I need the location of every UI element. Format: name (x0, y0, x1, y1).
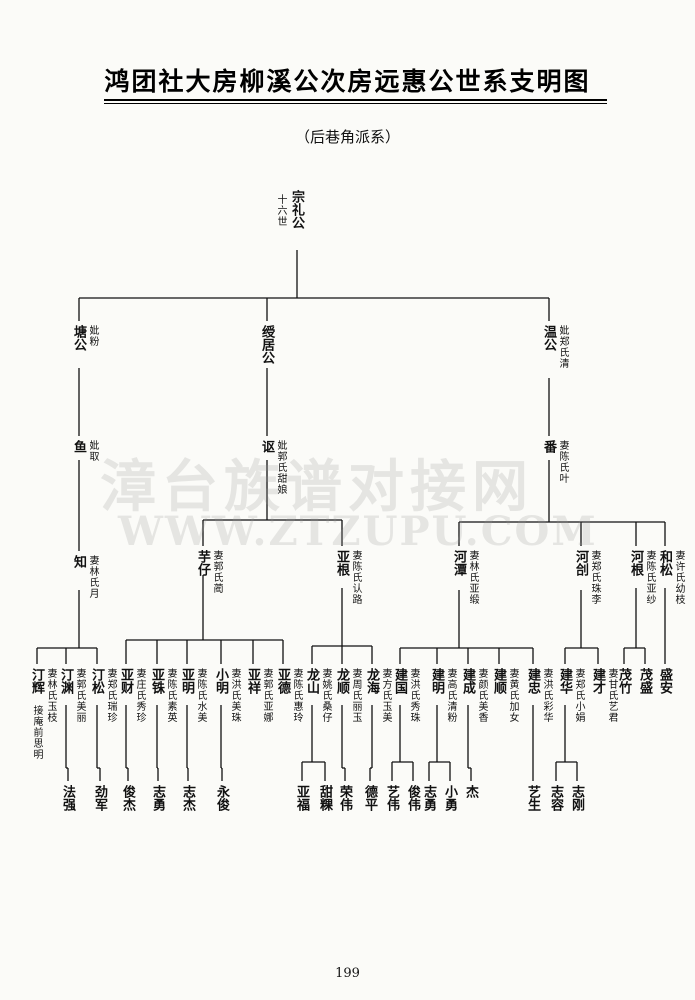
person-extra-note-dinghui_note2: 接庵前思明 (31, 705, 42, 760)
person-jianzhong: 建忠 (525, 668, 540, 694)
person-yaxiang: 亚祥 (245, 668, 260, 694)
person-maosheng: 茂盛 (637, 668, 652, 694)
person-yazai: 芋仔 (195, 550, 210, 576)
person-fan: 番 (541, 440, 556, 453)
person-note-jianhua: 妻郑氏小娟 (573, 668, 584, 723)
person-longshan: 龙山 (304, 668, 319, 694)
person-note-yaming: 妻陈氏水美 (195, 668, 206, 723)
person-yiwei: 艺伟 (384, 785, 399, 811)
person-jianguo: 建国 (392, 668, 407, 694)
person-yacai: 亚财 (118, 668, 133, 694)
person-note-xiaoming: 妻洪氏美珠 (229, 668, 240, 723)
person-note-yazhu: 妻陈氏素英 (165, 668, 176, 723)
person-longhai: 龙海 (364, 668, 379, 694)
person-tang: 塘公 (71, 325, 86, 351)
person-note-hetan: 妻林氏亚缎 (467, 550, 478, 605)
person-deping: 德平 (362, 785, 377, 811)
person-shou: 绶居公 (259, 325, 274, 364)
person-note-yaxiang: 妻郭氏亚娜 (261, 668, 272, 723)
person-note-dinghui: 妻林氏玉枝 (45, 668, 56, 723)
person-zhirong: 志容 (548, 785, 563, 811)
person-yisheng: 艺生 (525, 785, 540, 811)
person-shengan: 盛安 (657, 668, 672, 694)
person-yade: 亚德 (275, 668, 290, 694)
person-note-hesong: 妻许氏幼枝 (673, 550, 684, 605)
person-note-yade: 妻陈氏惠玲 (291, 668, 302, 723)
person-note-tang: 妣粉 (87, 325, 98, 347)
person-heqia: 河㓣 (573, 550, 588, 576)
person-longshun: 龙顺 (334, 668, 349, 694)
person-note-jiancai: 妻甘氏艺君 (606, 668, 617, 723)
page-subtitle: （后巷角派系） (294, 128, 400, 146)
person-tiankun: 甜粿 (317, 785, 332, 811)
person-zongli: 宗礼公 (289, 190, 304, 229)
title-underline-thin (104, 103, 607, 104)
person-yafu: 亚福 (294, 785, 309, 811)
person-junjie: 俊杰 (120, 785, 135, 811)
watermark-url: WWW.ZTZUPU.COM (118, 508, 598, 555)
person-note-heqia: 妻郑氏珠李 (589, 550, 600, 605)
person-ou: 讴 (259, 440, 274, 453)
person-note-jianming: 妻高氏清粉 (445, 668, 456, 723)
person-note-jiancheng: 妻颜氏美香 (476, 668, 487, 723)
person-hegen: 河根 (628, 550, 643, 576)
person-note-hegen: 妻陈氏亚纱 (644, 550, 655, 605)
person-jianhua: 建华 (557, 668, 572, 694)
person-note-zongli: 十六世 (275, 194, 286, 227)
person-jiancheng: 建成 (460, 668, 475, 694)
person-jinjun: 劲军 (92, 785, 107, 811)
person-xiaoyong: 小勇 (442, 785, 457, 811)
person-yu: 鱼 (71, 440, 86, 453)
person-junwei: 俊伟 (405, 785, 420, 811)
person-yongjun: 永俊 (214, 785, 229, 811)
person-yazhu: 亚铢 (149, 668, 164, 694)
person-note-jianguo: 妻洪氏秀珠 (408, 668, 419, 723)
person-note-dingsong: 妻郑氏瑞珍 (105, 668, 116, 723)
person-dingsong: 汀松 (89, 668, 104, 694)
person-note-longshun: 妻周氏丽玉 (350, 668, 361, 723)
person-note-dingyuan: 妻郭氏美丽 (74, 668, 85, 723)
person-jianming: 建明 (429, 668, 444, 694)
person-dingyuan: 汀渊 (58, 668, 73, 694)
person-dinghui: 汀辉 (29, 668, 44, 694)
person-note-jianzhong: 妻洪氏彩华 (541, 668, 552, 723)
person-note-longhai: 妻方氏玉美 (380, 668, 391, 723)
person-xiaoming: 小明 (213, 668, 228, 694)
person-zhiyong: 志勇 (150, 785, 165, 811)
person-zhigang: 志刚 (569, 785, 584, 811)
title-underline (104, 99, 607, 101)
person-hetan: 河潭 (451, 550, 466, 576)
person-jianshun: 建顺 (491, 668, 506, 694)
person-wen: 温公 (541, 325, 556, 351)
person-note-yacai: 妻庄氏秀珍 (134, 668, 145, 723)
person-note-wen: 妣郑氏清 (557, 325, 568, 369)
person-maozhu: 茂竹 (616, 668, 631, 694)
person-note-yu: 妣取 (87, 440, 98, 462)
watermark-text: 漳台族谱对接网 (100, 455, 534, 520)
person-note-ou: 妣郭氏甜娘 (275, 440, 286, 495)
person-note-yazai: 妻郭氏蔺 (211, 550, 222, 594)
person-faqiang: 法强 (60, 785, 75, 811)
person-note-zhi: 妻林氏月 (87, 555, 98, 599)
person-note-longshan: 妻姚氏桑仔 (320, 668, 331, 723)
person-note-fan: 妻陈氏叶 (557, 440, 568, 484)
person-note-jianshun: 妻黄氏加女 (507, 668, 518, 723)
person-zhijie: 志杰 (180, 785, 195, 811)
person-jiancai: 建才 (590, 668, 605, 694)
page-title: 鸿团社大房柳溪公次房远惠公世系支明图 (104, 67, 591, 96)
person-zhiyong2: 志勇 (421, 785, 436, 811)
person-yaming: 亚明 (179, 668, 194, 694)
person-yagen: 亚根 (334, 550, 349, 576)
person-note-yagen: 妻陈氏认路 (350, 550, 361, 605)
person-rongwei: 荣伟 (337, 785, 352, 811)
person-hesong: 和松 (657, 550, 672, 576)
person-zhi: 知 (71, 555, 86, 568)
page-number: 199 (335, 966, 360, 981)
person-jie: 杰 (463, 785, 478, 798)
